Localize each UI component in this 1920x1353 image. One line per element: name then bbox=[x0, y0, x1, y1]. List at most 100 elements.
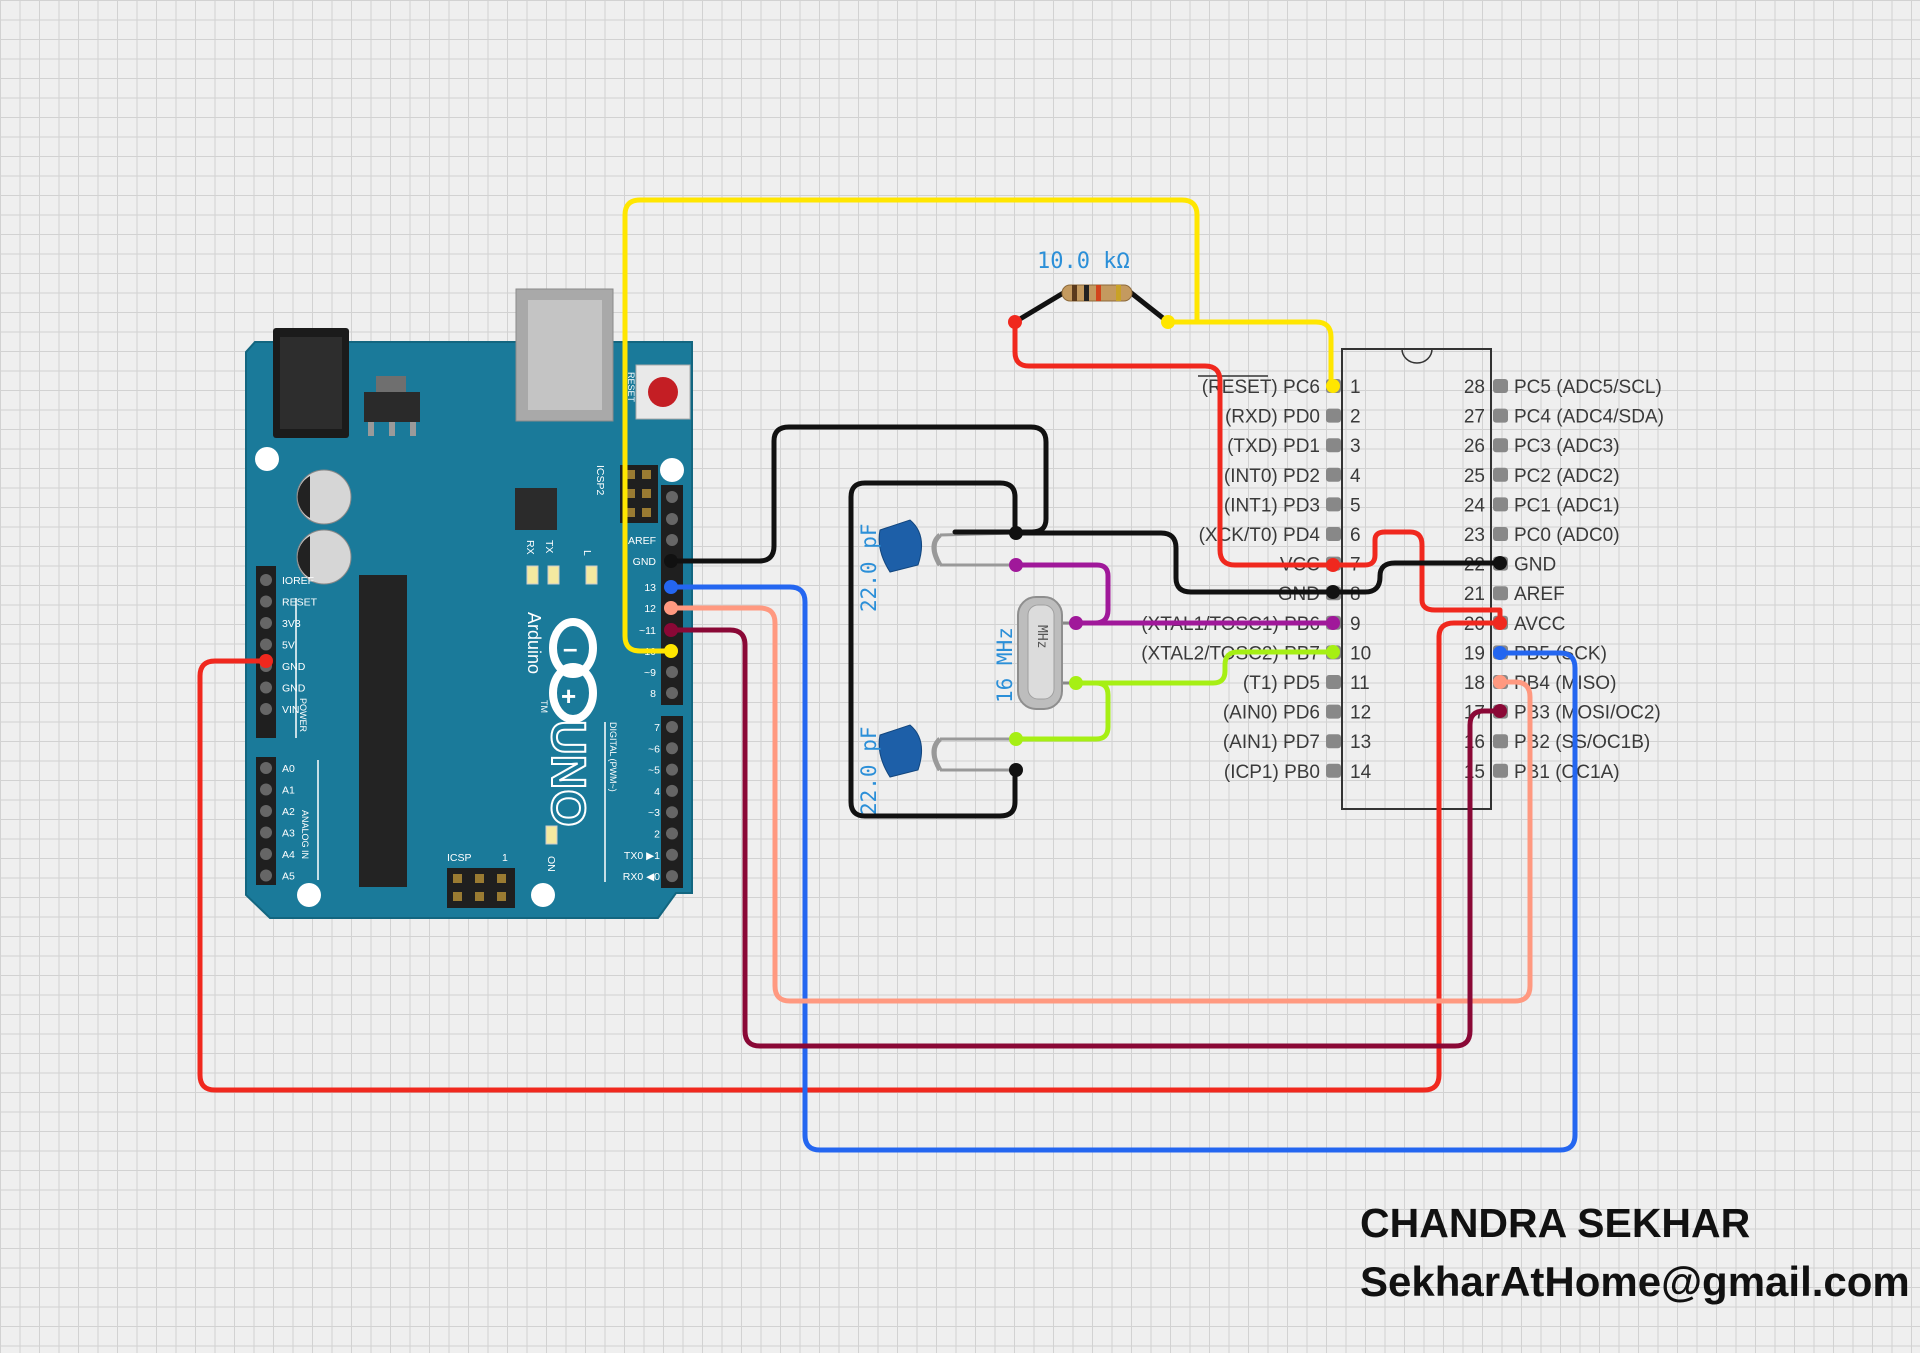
reset-button[interactable] bbox=[635, 364, 691, 420]
pin-number: 3 bbox=[1350, 436, 1361, 457]
power-pin-label: GND bbox=[282, 661, 306, 673]
pin-number: 19 bbox=[1464, 643, 1485, 664]
header-pin[interactable] bbox=[260, 783, 272, 796]
icsp-one-label: 1 bbox=[502, 852, 508, 864]
header-pin[interactable] bbox=[260, 638, 272, 651]
header-pin[interactable] bbox=[666, 721, 678, 733]
wire-red-avcc[interactable] bbox=[1330, 529, 1503, 626]
digital-header-bottom bbox=[661, 716, 683, 888]
crystal-body-label: MHz bbox=[1034, 625, 1049, 648]
pin-number: 14 bbox=[1350, 762, 1372, 783]
chip-pin[interactable] bbox=[1326, 408, 1341, 423]
power-pin-label: GND bbox=[282, 683, 306, 695]
power-pin-label: 3V3 bbox=[282, 618, 301, 630]
pin-number: 18 bbox=[1464, 673, 1485, 694]
chip-pin[interactable] bbox=[1326, 763, 1341, 778]
pin-number: 12 bbox=[1350, 703, 1371, 724]
chip-pin[interactable] bbox=[1326, 527, 1341, 541]
pin-number: 11 bbox=[1350, 673, 1370, 694]
wire-green-pb7[interactable] bbox=[1073, 649, 1336, 686]
arduino-uno-board[interactable]: RESET ICSP2 RX TX L ON – + Ar bbox=[245, 288, 693, 919]
chip-pin[interactable] bbox=[1493, 467, 1508, 482]
header-pin[interactable] bbox=[666, 491, 678, 503]
chip-pin[interactable] bbox=[1493, 379, 1508, 393]
chip-pin[interactable] bbox=[1493, 586, 1508, 601]
tx-label: TX bbox=[543, 540, 555, 553]
voltage-regulator bbox=[364, 376, 420, 436]
wire-black-cap-loop[interactable] bbox=[848, 480, 1018, 819]
ceramic-capacitor-bottom[interactable] bbox=[878, 724, 1015, 778]
chip-pin[interactable] bbox=[1493, 438, 1508, 453]
wire-red-5v[interactable] bbox=[197, 620, 1503, 1093]
wire-blue-sck[interactable] bbox=[668, 584, 1578, 1153]
pin-name: PC1 (ADC1) bbox=[1514, 495, 1620, 516]
power-pin-label: IOREF bbox=[282, 575, 314, 587]
header-pin[interactable] bbox=[260, 826, 272, 839]
header-pin[interactable] bbox=[666, 827, 678, 840]
board-main-chip bbox=[359, 575, 407, 887]
icsp2-label: ICSP2 bbox=[594, 465, 606, 496]
analog-pin-label: A2 bbox=[282, 806, 295, 818]
header-pin[interactable] bbox=[666, 870, 678, 883]
header-pin[interactable] bbox=[260, 574, 272, 586]
wire-yellow[interactable] bbox=[622, 197, 1200, 654]
pin-name: PC2 (ADC2) bbox=[1514, 466, 1620, 487]
chip-pin[interactable] bbox=[1493, 527, 1508, 541]
chip-pin[interactable] bbox=[1326, 497, 1341, 512]
digital-pin-label: 13 bbox=[644, 582, 656, 594]
power-label: POWER bbox=[298, 698, 308, 733]
pin-name: GND bbox=[1278, 584, 1320, 605]
pin-number: 9 bbox=[1350, 614, 1361, 635]
chip-pin[interactable] bbox=[1493, 497, 1508, 512]
pin-number: 1 bbox=[1350, 377, 1361, 398]
crystal-oscillator[interactable] bbox=[1017, 596, 1076, 710]
wire-black-gnd-22[interactable] bbox=[1330, 560, 1503, 595]
header-pin[interactable] bbox=[666, 742, 678, 755]
header-pin[interactable] bbox=[260, 617, 272, 629]
ceramic-capacitor-top[interactable] bbox=[878, 519, 1016, 573]
chip-pin[interactable] bbox=[1493, 408, 1508, 423]
chip-pin[interactable] bbox=[1493, 763, 1508, 778]
digital-pin-label: 12 bbox=[644, 603, 656, 615]
resistor[interactable] bbox=[1013, 284, 1170, 325]
author-email: SekharAtHome@gmail.com bbox=[1360, 1258, 1910, 1305]
pin-name: GND bbox=[1514, 555, 1556, 576]
wire-salmon-miso[interactable] bbox=[668, 605, 1533, 1004]
header-pin[interactable] bbox=[260, 595, 272, 608]
wire-yellow-reset[interactable] bbox=[1165, 319, 1334, 389]
chip-pin[interactable] bbox=[1326, 734, 1341, 749]
header-pin[interactable] bbox=[260, 762, 272, 774]
chip-pin[interactable] bbox=[1326, 467, 1341, 482]
chip-pin[interactable] bbox=[1326, 675, 1341, 689]
wire-maroon-mosi[interactable] bbox=[668, 627, 1503, 1049]
header-pin[interactable] bbox=[260, 703, 272, 715]
pin-name: PB2 (SS/OC1B) bbox=[1514, 732, 1650, 753]
pin-name: (INT0) PD2 bbox=[1224, 466, 1320, 487]
board-capacitor-icon bbox=[296, 469, 352, 585]
atmega328-chip[interactable] bbox=[1341, 348, 1492, 810]
header-pin[interactable] bbox=[260, 805, 272, 817]
header-pin[interactable] bbox=[666, 763, 678, 776]
svg-text:+: + bbox=[561, 681, 576, 711]
power-pin-label: 5V bbox=[282, 640, 295, 652]
header-pin[interactable] bbox=[666, 806, 678, 819]
header-pin[interactable] bbox=[666, 513, 678, 525]
analog-pin-label: A4 bbox=[282, 849, 295, 861]
icsp-label: ICSP bbox=[447, 852, 472, 864]
chip-pin[interactable] bbox=[1493, 734, 1508, 749]
header-pin[interactable] bbox=[260, 848, 272, 860]
uno-label: UNO bbox=[541, 720, 594, 827]
header-pin[interactable] bbox=[666, 784, 678, 797]
header-pin[interactable] bbox=[666, 687, 678, 699]
header-pin[interactable] bbox=[666, 848, 678, 861]
header-pin[interactable] bbox=[666, 534, 678, 546]
header-pin[interactable] bbox=[260, 869, 272, 882]
wire-red-vcc[interactable] bbox=[1012, 319, 1336, 568]
wire-black-gnd[interactable] bbox=[668, 424, 1049, 564]
chip-pin[interactable] bbox=[1326, 704, 1341, 719]
wire-junctions bbox=[259, 315, 1507, 777]
header-pin[interactable] bbox=[260, 681, 272, 694]
header-pin[interactable] bbox=[666, 666, 678, 678]
chip-pin[interactable] bbox=[1326, 438, 1341, 453]
wire-black-gnd-cap[interactable] bbox=[1012, 530, 1336, 595]
